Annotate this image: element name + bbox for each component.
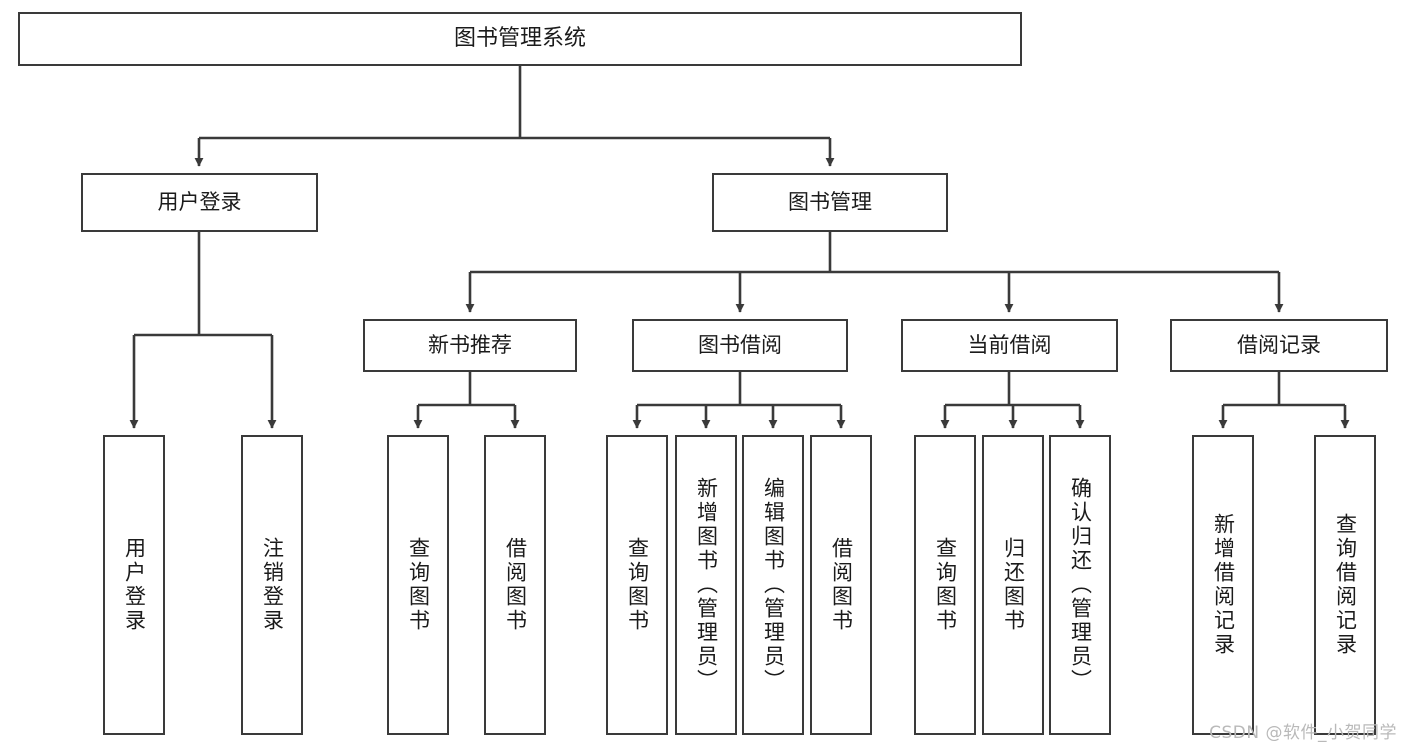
node-leaf-user-logout-label: 注销登录 [260,537,285,633]
node-leaf-edit-book-admin-label: 编辑图书（管理员） [761,477,786,693]
node-leaf-user-login[interactable]: 用户登录 [103,435,165,735]
node-new-book-recommend-label: 新书推荐 [428,333,512,358]
node-leaf-add-borrow-record-label: 新增借阅记录 [1211,513,1236,657]
node-current-borrow-label: 当前借阅 [967,333,1052,358]
node-book-manage[interactable]: 图书管理 [712,173,948,232]
node-leaf-query-book-rec[interactable]: 查询图书 [387,435,449,735]
node-book-borrow-label: 图书借阅 [698,333,782,358]
node-leaf-query-book-rec-label: 查询图书 [406,537,431,633]
node-borrow-record[interactable]: 借阅记录 [1170,319,1388,372]
node-leaf-query-book-borrow[interactable]: 查询图书 [606,435,668,735]
node-leaf-confirm-return-admin[interactable]: 确认归还（管理员） [1049,435,1111,735]
node-leaf-add-book-admin[interactable]: 新增图书（管理员） [675,435,737,735]
node-leaf-user-login-label: 用户登录 [122,537,147,633]
node-user-login[interactable]: 用户登录 [81,173,318,232]
node-user-login-label: 用户登录 [157,190,242,215]
node-leaf-query-book-borrow-label: 查询图书 [625,537,650,633]
node-leaf-borrow-book-rec-label: 借阅图书 [503,537,528,633]
node-leaf-return-book[interactable]: 归还图书 [982,435,1044,735]
node-book-manage-label: 图书管理 [788,190,872,215]
node-leaf-user-logout[interactable]: 注销登录 [241,435,303,735]
node-new-book-recommend[interactable]: 新书推荐 [363,319,577,372]
node-leaf-add-book-admin-label: 新增图书（管理员） [694,477,719,693]
node-current-borrow[interactable]: 当前借阅 [901,319,1118,372]
node-leaf-query-book-current-label: 查询图书 [933,537,958,633]
node-leaf-confirm-return-admin-label: 确认归还（管理员） [1068,477,1093,693]
node-book-borrow[interactable]: 图书借阅 [632,319,848,372]
node-leaf-query-borrow-record-label: 查询借阅记录 [1333,513,1358,657]
node-leaf-borrow-book[interactable]: 借阅图书 [810,435,872,735]
node-leaf-query-book-current[interactable]: 查询图书 [914,435,976,735]
node-leaf-add-borrow-record[interactable]: 新增借阅记录 [1192,435,1254,735]
node-leaf-borrow-book-rec[interactable]: 借阅图书 [484,435,546,735]
node-leaf-edit-book-admin[interactable]: 编辑图书（管理员） [742,435,804,735]
node-borrow-record-label: 借阅记录 [1237,333,1321,358]
node-leaf-query-borrow-record[interactable]: 查询借阅记录 [1314,435,1376,735]
node-leaf-return-book-label: 归还图书 [1001,537,1026,633]
node-root[interactable]: 图书管理系统 [18,12,1022,66]
watermark: CSDN @软件_小贺同学 [1209,723,1397,743]
node-root-label: 图书管理系统 [453,26,586,52]
node-leaf-borrow-book-label: 借阅图书 [829,537,854,633]
